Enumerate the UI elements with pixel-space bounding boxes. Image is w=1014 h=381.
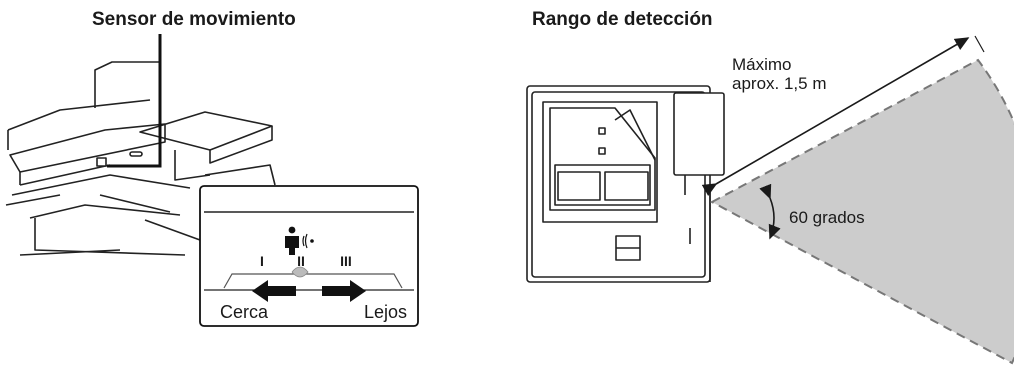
left-title: Sensor de movimiento bbox=[92, 9, 296, 30]
mode-label-2: II bbox=[297, 253, 305, 269]
far-label: Lejos bbox=[364, 302, 407, 322]
distance-label-line1: Máximo bbox=[732, 55, 792, 74]
sensor-callout-line bbox=[107, 34, 162, 168]
distance-tick bbox=[974, 35, 985, 53]
near-arrow-icon bbox=[252, 280, 296, 302]
far-arrow-icon bbox=[322, 280, 366, 302]
distance-arrow bbox=[701, 37, 970, 196]
copier-top-view bbox=[526, 85, 725, 283]
angle-label: 60 grados bbox=[789, 208, 865, 227]
copier-illustration bbox=[5, 61, 276, 256]
mode-label-1: I bbox=[260, 253, 264, 269]
near-label: Cerca bbox=[220, 302, 269, 322]
mode-label-3: III bbox=[340, 253, 352, 269]
sensor-lens bbox=[291, 266, 309, 278]
person-signal-icon bbox=[285, 226, 314, 255]
distance-label-line2: aprox. 1,5 m bbox=[732, 74, 827, 93]
right-title: Rango de detección bbox=[532, 9, 713, 30]
angle-arc bbox=[759, 183, 781, 240]
